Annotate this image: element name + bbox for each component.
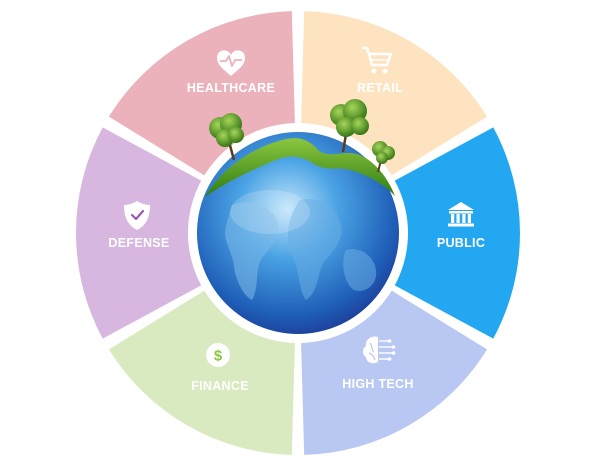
segment-label-public: PUBLIC <box>437 236 485 250</box>
segment-label-hightech: HIGH TECH <box>342 377 413 391</box>
dollar-coin-icon: $ <box>206 343 230 367</box>
shopping-cart-icon <box>362 46 393 74</box>
heart-pulse-icon <box>217 50 245 76</box>
tree-right <box>372 141 395 173</box>
government-building-icon <box>448 202 474 227</box>
brain-circuit-icon <box>363 336 396 364</box>
shield-check-icon <box>124 201 150 230</box>
segment-label-defense: DEFENSE <box>108 236 169 250</box>
earth-globe-with-trees-icon <box>197 99 399 334</box>
tree-middle <box>330 99 369 153</box>
segment-label-retail: RETAIL <box>357 81 403 95</box>
segment-label-finance: FINANCE <box>191 379 249 393</box>
tree-left <box>209 113 244 161</box>
segment-label-healthcare: HEALTHCARE <box>187 81 275 95</box>
segment-public <box>389 127 521 339</box>
svg-text:$: $ <box>214 348 223 365</box>
segment-defense <box>75 127 207 339</box>
